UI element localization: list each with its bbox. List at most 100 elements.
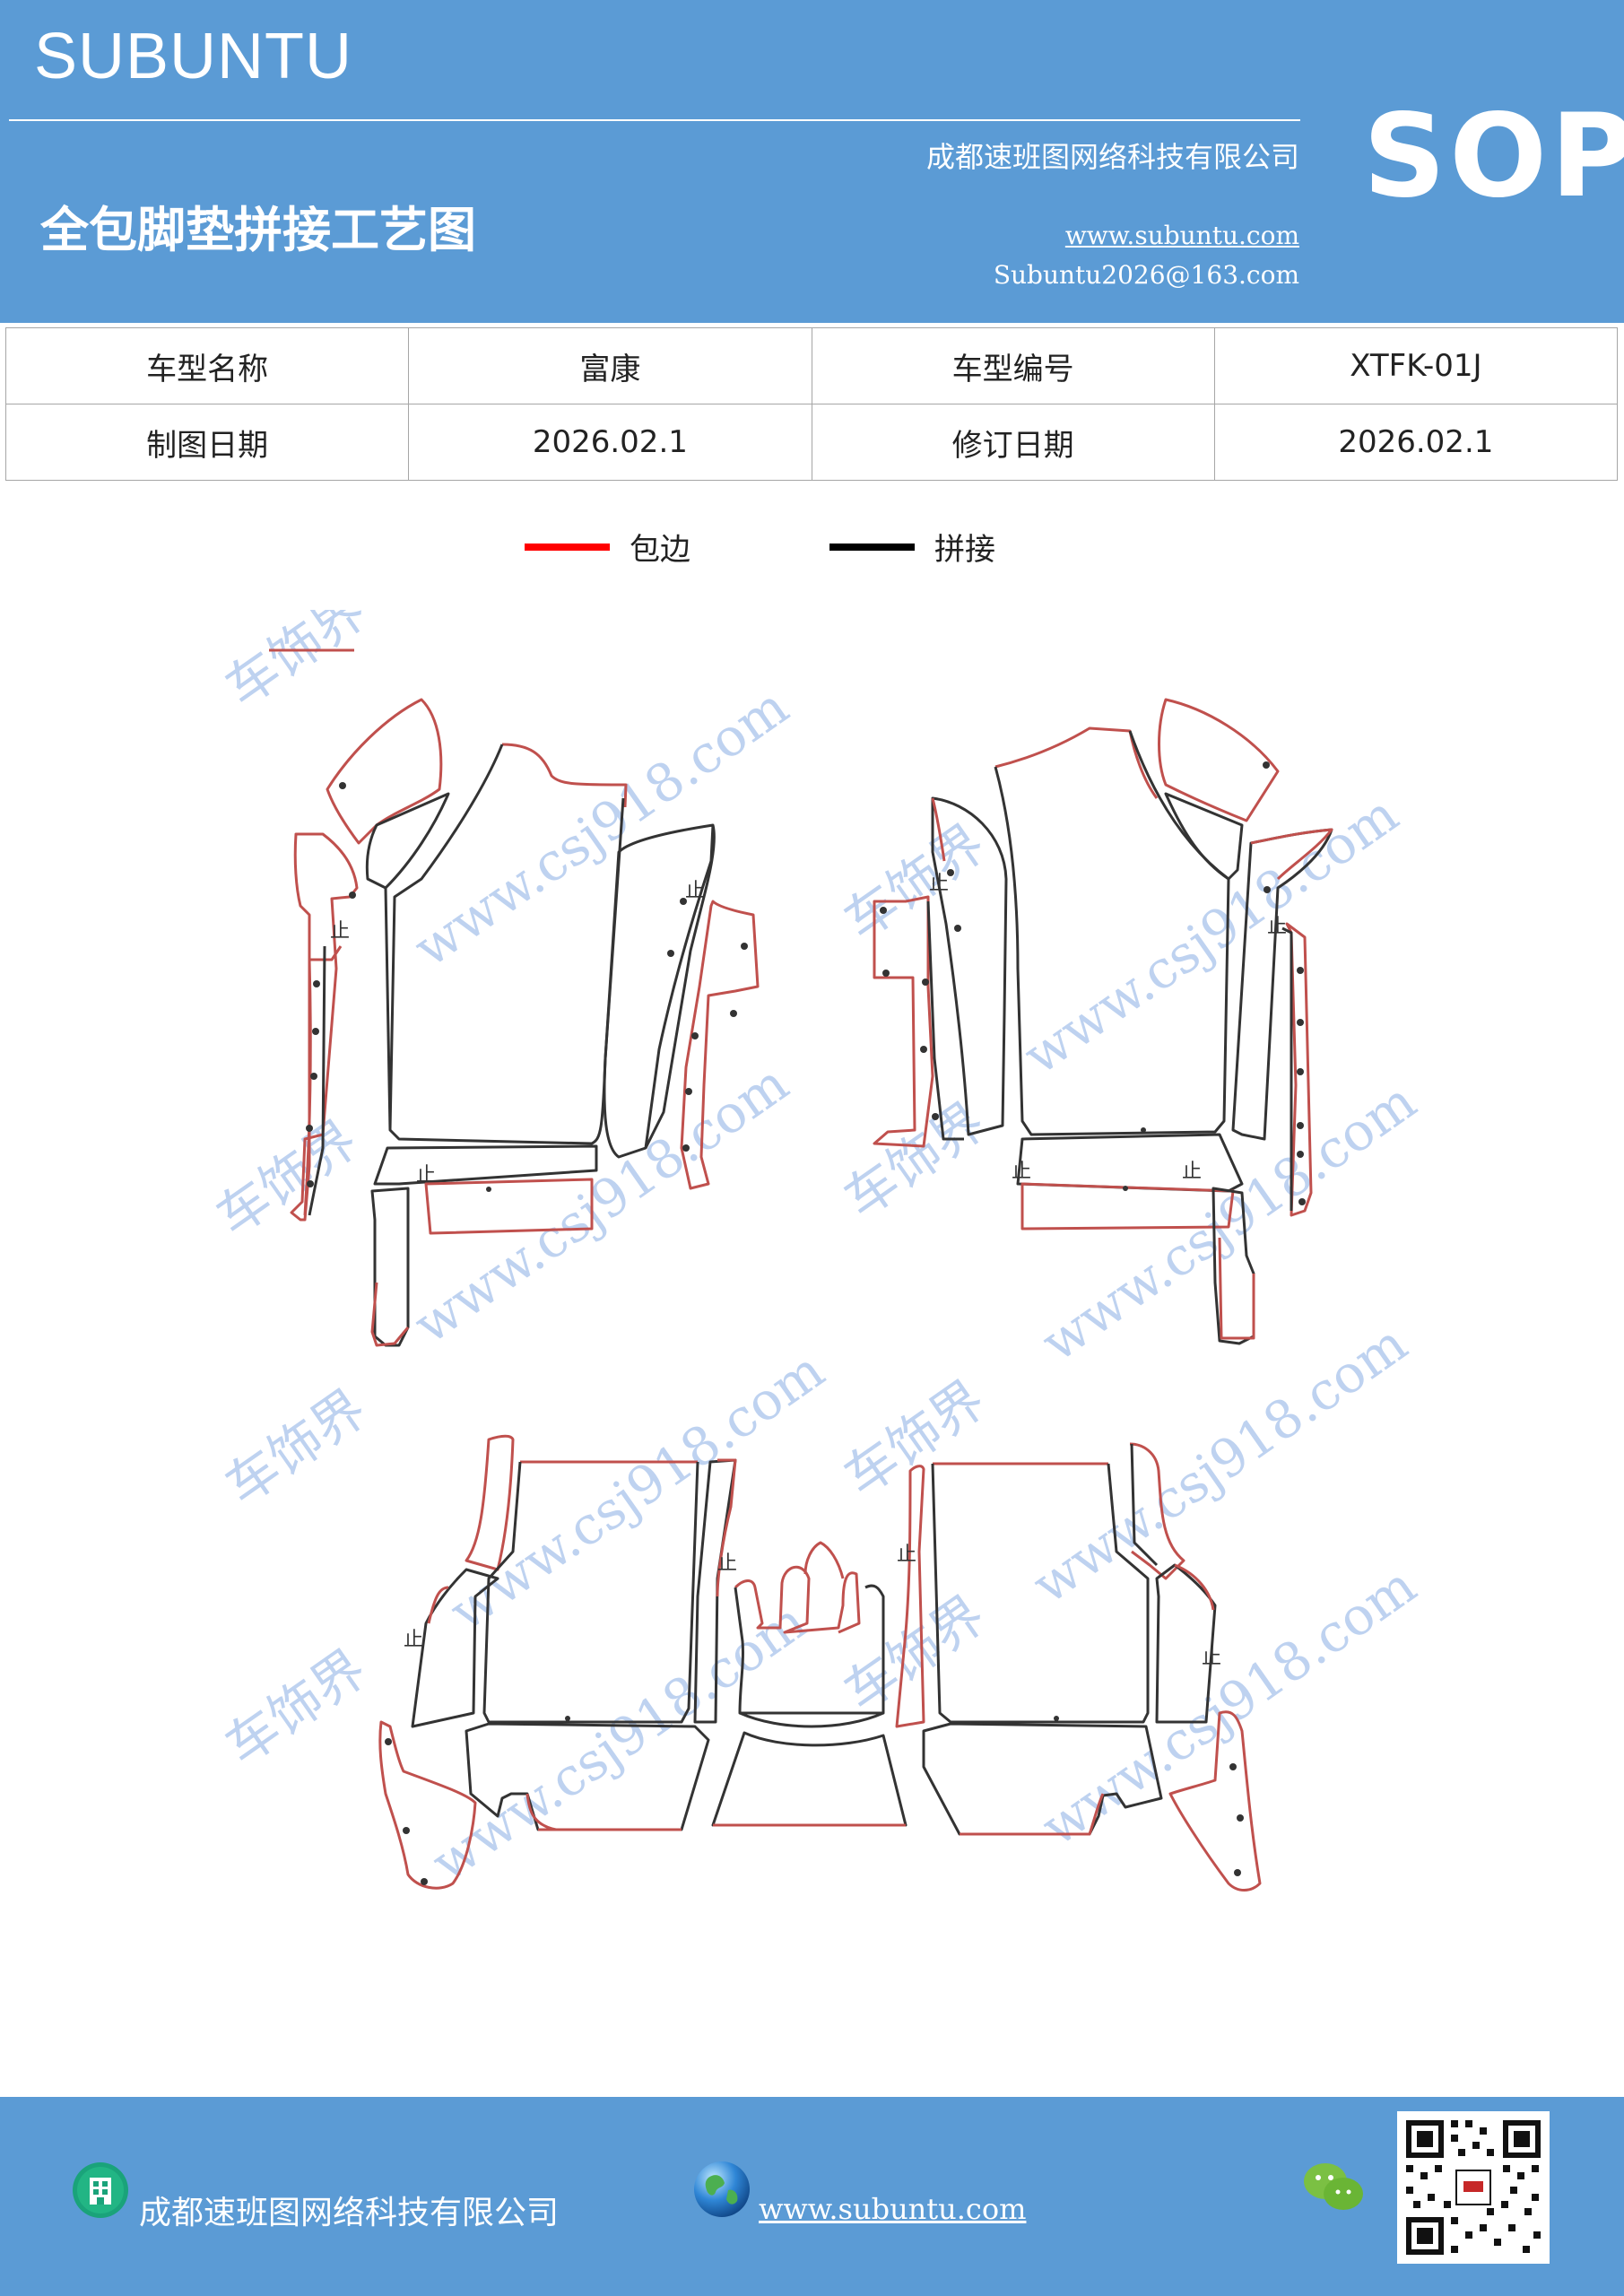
marker-dot <box>385 1738 392 1745</box>
value-revise-date: 2026.02.1 <box>1213 404 1619 481</box>
footer-website-link[interactable]: www.subuntu.com <box>759 2192 1027 2226</box>
watermark: www.csj918.com <box>1030 1554 1427 1857</box>
email-address: Subuntu2026@163.com <box>993 260 1299 290</box>
stop-marker: 止 <box>1202 1647 1221 1669</box>
cut-line <box>384 887 392 1131</box>
sop-badge: SOP <box>1363 90 1624 223</box>
watermark: 车饰界 <box>214 1378 378 1518</box>
marker-dot <box>310 1073 317 1080</box>
marker-dot <box>932 1113 939 1120</box>
stop-marker: 止 <box>717 1552 737 1575</box>
edge-line <box>370 1282 410 1347</box>
legend-label: 拼接 <box>934 532 995 568</box>
marker-dot <box>680 898 687 905</box>
mat-piece <box>734 1566 861 1634</box>
mat-piece <box>873 895 934 1148</box>
marker-dot <box>1297 1122 1304 1129</box>
mat-piece <box>465 1434 515 1571</box>
value-model-name: 富康 <box>408 327 812 404</box>
edge-line <box>994 726 1159 799</box>
table-row: 制图日期 2026.02.1 修订日期 2026.02.1 <box>4 404 1619 481</box>
document-title: 全包脚垫拼接工艺图 <box>40 201 476 258</box>
edge-line <box>716 1458 737 1597</box>
footer-banner: 成都速班图网络科技有限公司 www.subuntu.com <box>0 2097 1624 2296</box>
marker-dot <box>307 1180 314 1187</box>
marker-dot <box>1054 1716 1059 1721</box>
cut-line <box>644 824 716 1149</box>
label-revise-date: 修订日期 <box>811 404 1215 481</box>
floor-mat-pattern-diagram: 车饰界 www.csj918.com 车饰界 www.csj918.com 车饰… <box>205 610 1427 1893</box>
marker-dot <box>403 1827 410 1834</box>
legend-swatch-black <box>829 543 915 551</box>
marker-dot <box>421 1878 428 1885</box>
table-row: 车型名称 富康 车型编号 XTFK-01J <box>4 327 1619 404</box>
qr-code[interactable] <box>1397 2111 1550 2264</box>
mat-piece <box>373 1144 598 1186</box>
mat-piece <box>326 698 443 845</box>
edge-line <box>525 1793 557 1831</box>
marker-dot <box>1297 1068 1304 1075</box>
watermark: 车饰界 <box>214 610 378 718</box>
stop-marker: 止 <box>416 1164 436 1187</box>
marker-dot <box>349 891 356 899</box>
mat-group-front-right: 止 止 止 止 <box>873 698 1333 1345</box>
marker-dot <box>1234 1869 1241 1876</box>
edge-line <box>1129 1442 1185 1580</box>
marker-dot <box>685 1088 692 1095</box>
mat-piece <box>388 744 625 1145</box>
cut-line <box>1130 1443 1159 1567</box>
mat-piece <box>711 1731 908 1827</box>
marker-dot <box>1263 761 1270 769</box>
marker-dot <box>920 1046 927 1053</box>
marker-dot <box>565 1716 570 1721</box>
label-draw-date: 制图日期 <box>4 404 410 481</box>
marker-dot <box>741 943 748 950</box>
edge-line <box>427 1586 449 1624</box>
watermark: 车饰界 <box>205 1109 369 1248</box>
cut-line <box>739 1711 884 1728</box>
vehicle-info-table: 车型名称 富康 车型编号 XTFK-01J 制图日期 2026.02.1 修订日… <box>4 327 1619 481</box>
edge-line <box>1218 1237 1255 1340</box>
marker-dot <box>1264 886 1271 893</box>
header-banner: SUBUNTU 成都速班图网络科技有限公司 全包脚垫拼接工艺图 www.subu… <box>0 0 1624 323</box>
label-model-name: 车型名称 <box>4 327 410 404</box>
mat-piece <box>931 796 1008 1136</box>
mat-piece <box>895 1465 925 1728</box>
legend-item-edge: 包边 <box>525 525 690 569</box>
marker-dot <box>312 1028 319 1035</box>
marker-dot <box>682 1144 690 1152</box>
stop-marker: 止 <box>1267 916 1287 938</box>
marker-dot <box>947 869 954 876</box>
marker-dot <box>1298 1198 1306 1205</box>
marker-dot <box>339 782 346 789</box>
mat-piece <box>922 1722 1163 1836</box>
watermark: 车饰界 <box>214 1638 378 1778</box>
value-model-code: XTFK-01J <box>1213 327 1619 404</box>
mat-piece <box>994 730 1230 1136</box>
mat-piece <box>680 900 760 1190</box>
marker-dot <box>691 1032 699 1039</box>
stop-marker: 止 <box>1012 1161 1031 1183</box>
legend-item-seam: 拼接 <box>829 525 995 569</box>
legend-swatch-red <box>525 543 610 551</box>
marker-dot <box>1229 1763 1237 1770</box>
stop-marker: 止 <box>929 873 949 895</box>
watermark-layer: 车饰界 www.csj918.com 车饰界 www.csj918.com 车饰… <box>205 610 1427 1893</box>
edge-line <box>1250 828 1333 881</box>
label-model-code: 车型编号 <box>811 327 1215 404</box>
marker-dot <box>922 978 929 986</box>
marker-dot <box>313 980 320 987</box>
wechat-icon <box>1304 2163 1363 2210</box>
mat-piece <box>424 1178 594 1235</box>
cut-line <box>1281 926 1293 1211</box>
marker-dot <box>1237 1814 1244 1822</box>
mat-piece <box>482 1461 699 1724</box>
marker-dot <box>730 1010 737 1017</box>
watermark: www.csj918.com <box>403 1052 799 1355</box>
watermark: www.csj918.com <box>1012 783 1409 1086</box>
mat-piece <box>365 792 450 890</box>
website-link[interactable]: www.subuntu.com <box>1064 221 1299 250</box>
marker-dot <box>1123 1186 1128 1191</box>
globe-icon <box>694 2161 750 2217</box>
stop-marker: 止 <box>404 1629 423 1651</box>
